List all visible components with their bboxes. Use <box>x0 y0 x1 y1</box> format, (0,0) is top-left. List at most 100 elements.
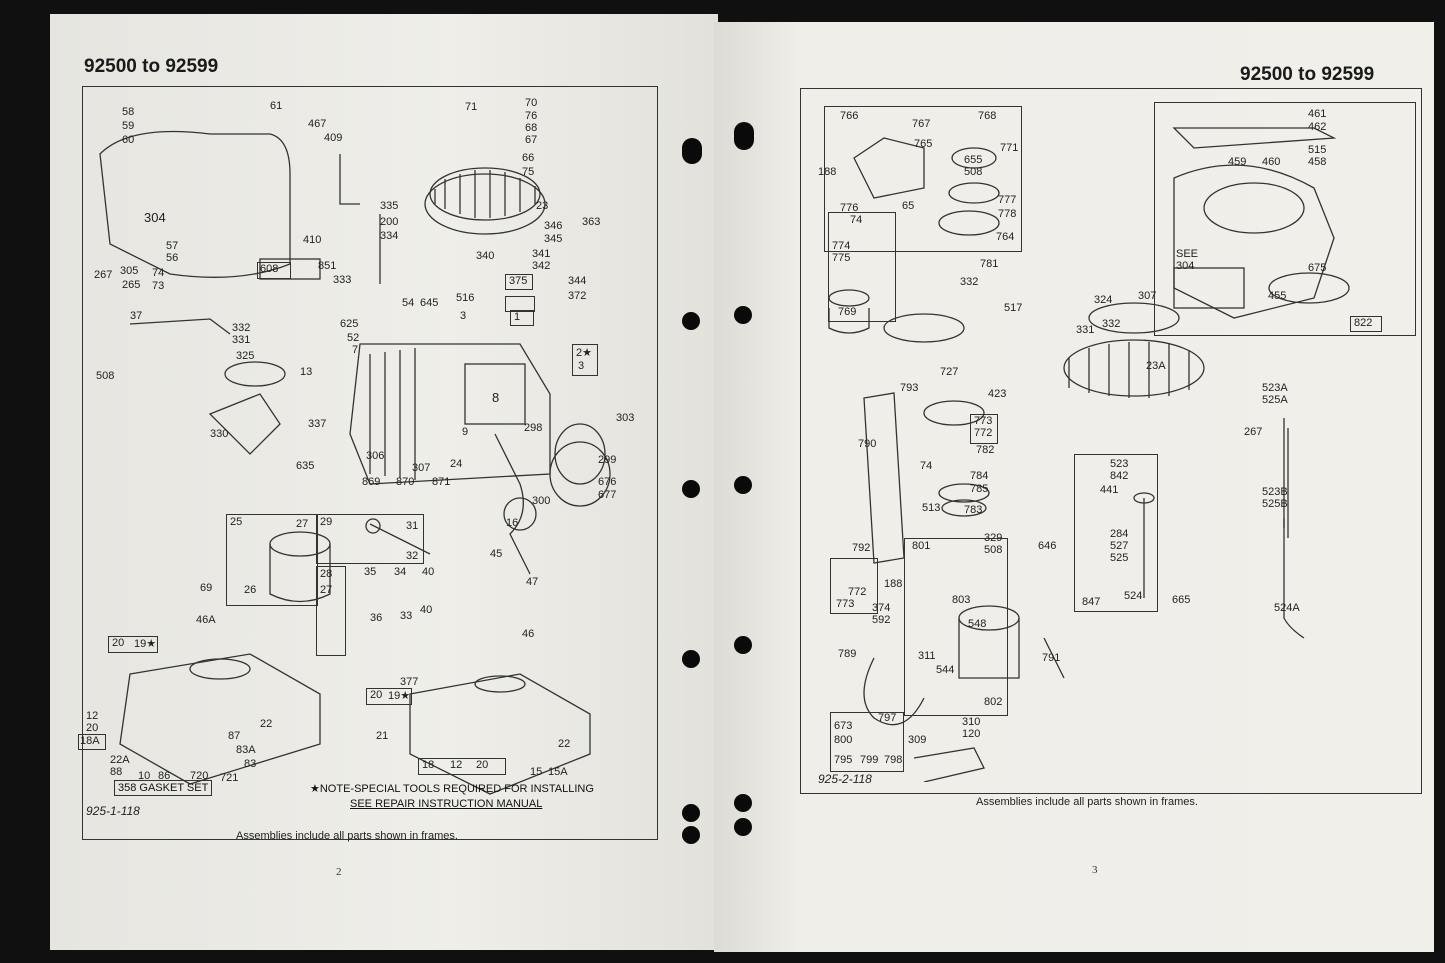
part-label: 842 <box>1110 470 1129 482</box>
part-label: 851 <box>318 260 337 272</box>
part-label: 40 <box>420 604 433 616</box>
part-label: 59 <box>122 120 135 132</box>
assembly-frame <box>505 296 535 312</box>
special-tools-note: ★NOTE-SPECIAL TOOLS REQUIRED FOR INSTALL… <box>310 783 594 795</box>
part-label: 284 <box>1110 528 1129 540</box>
assembly-frame <box>1350 316 1382 332</box>
part-label: 307 <box>1138 290 1157 302</box>
rewind-starter-frame <box>824 106 1022 252</box>
right-page-header: 92500 to 92599 <box>1240 64 1375 85</box>
part-label: 655 <box>964 154 983 166</box>
part-label: 267 <box>1244 426 1263 438</box>
punch-hole-icon <box>734 306 752 324</box>
part-label: 304 <box>1176 260 1195 272</box>
right-page: 92500 to 92599 <box>714 22 1434 952</box>
part-label: 870 <box>396 476 415 488</box>
part-label: 329 <box>984 532 1003 544</box>
part-label: 298 <box>524 422 543 434</box>
part-label: 306 <box>366 450 385 462</box>
part-label: 461 <box>1308 108 1327 120</box>
part-label: 1 <box>514 311 521 323</box>
part-label: 410 <box>303 234 322 246</box>
part-label: 345 <box>544 233 563 245</box>
part-label: 778 <box>998 208 1017 220</box>
right-page-number: 3 <box>1092 864 1098 876</box>
part-label: 423 <box>988 388 1007 400</box>
part-label: 54 <box>402 297 415 309</box>
part-label: 309 <box>908 734 927 746</box>
part-label: 18 <box>422 759 435 771</box>
part-label: 592 <box>872 614 891 626</box>
part-label: 608 <box>260 263 279 275</box>
part-label: 22 <box>558 738 571 750</box>
part-label: 27 <box>320 584 333 596</box>
punch-hole-icon <box>734 794 752 812</box>
part-label: 305 <box>120 265 139 277</box>
part-label: 299 <box>598 454 617 466</box>
part-label: 76 <box>525 110 538 122</box>
left-page: 92500 to 92599 <box>50 14 718 950</box>
part-label: 677 <box>598 489 617 501</box>
part-label: 771 <box>1000 142 1019 154</box>
part-label: SEE <box>1176 248 1199 260</box>
part-label: 40 <box>422 566 435 578</box>
part-label: 727 <box>940 366 959 378</box>
part-label: 409 <box>324 132 343 144</box>
part-label: 325 <box>236 350 255 362</box>
part-label: 673 <box>834 720 853 732</box>
part-label: 330 <box>210 428 229 440</box>
part-label: 37 <box>130 310 143 322</box>
part-label: 34 <box>394 566 407 578</box>
part-label: 23 <box>536 200 549 212</box>
part-label: 525 <box>1110 552 1129 564</box>
part-label: 12 <box>86 710 99 722</box>
part-label: 847 <box>1082 596 1101 608</box>
part-label: 508 <box>984 544 1003 556</box>
part-label: 822 <box>1354 317 1373 329</box>
part-label: 793 <box>900 382 919 394</box>
part-label: 32 <box>406 550 419 562</box>
left-footer-note: Assemblies include all parts shown in fr… <box>236 830 458 842</box>
part-label: 65 <box>902 200 915 212</box>
part-label: 548 <box>968 618 987 630</box>
part-label: 377 <box>400 676 419 688</box>
part-label: 525B <box>1262 498 1288 510</box>
part-label: 52 <box>347 332 360 344</box>
part-label: 798 <box>884 754 903 766</box>
part-label: 869 <box>362 476 381 488</box>
part-label: 335 <box>380 200 399 212</box>
part-label: 20 <box>370 689 383 701</box>
part-label: 300 <box>532 495 551 507</box>
electric-starter-frame <box>904 538 1008 716</box>
part-label: 200 <box>380 216 399 228</box>
part-label: 508 <box>964 166 983 178</box>
part-label: 773 <box>836 598 855 610</box>
assembly-frame <box>505 274 533 290</box>
part-label: 331 <box>1076 324 1095 336</box>
part-label: 71 <box>465 101 478 113</box>
part-label: 3 <box>578 360 585 372</box>
rod-assembly-frame <box>316 514 424 564</box>
part-label: 625 <box>340 318 359 330</box>
part-label: 455 <box>1268 290 1287 302</box>
part-label: 22 <box>260 718 273 730</box>
part-label: 767 <box>912 118 931 130</box>
part-label: 57 <box>166 240 179 252</box>
part-label: 74 <box>920 460 933 472</box>
part-label: 23A <box>1146 360 1166 372</box>
part-label: 267 <box>94 269 113 281</box>
punch-hole-icon <box>682 804 700 822</box>
part-label: 791 <box>1042 652 1061 664</box>
part-label: 36 <box>370 612 383 624</box>
part-label: 333 <box>333 274 352 286</box>
part-label: 332 <box>1102 318 1121 330</box>
part-label: 646 <box>1038 540 1057 552</box>
part-label: 784 <box>970 470 989 482</box>
part-label: 768 <box>978 110 997 122</box>
left-diagram-frame <box>82 86 658 840</box>
punch-hole-icon <box>734 818 752 836</box>
part-label: 513 <box>922 502 941 514</box>
part-label: 765 <box>914 138 933 150</box>
part-label: 120 <box>962 728 981 740</box>
part-label: 776 <box>840 202 859 214</box>
